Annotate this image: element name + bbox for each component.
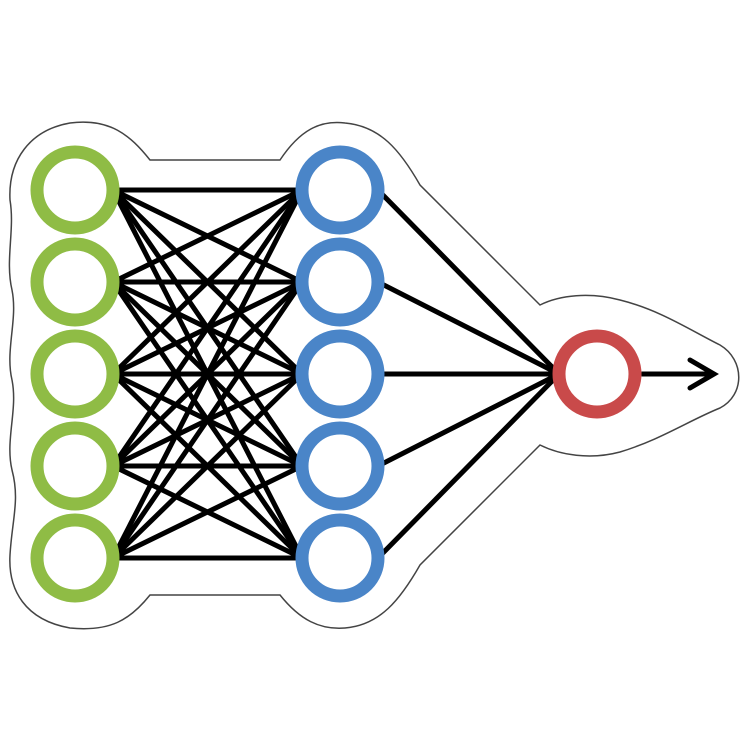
- input-node-4: [30, 513, 120, 603]
- edge-input-4-to-hidden-0: [110, 187, 305, 561]
- edge-hidden-1-to-output-0: [375, 279, 562, 377]
- output-node-0: [552, 329, 642, 419]
- input-node-0: [30, 145, 120, 235]
- network-nodes: [30, 145, 642, 603]
- edge-input-3-to-hidden-0: [110, 187, 305, 469]
- input-node-3: [30, 421, 120, 511]
- edge-input-1-to-hidden-0: [110, 187, 305, 285]
- input-node-2: [30, 329, 120, 419]
- edge-hidden-3-to-output-0: [375, 371, 562, 469]
- edge-hidden-0-to-output-0: [375, 187, 562, 377]
- hidden-node-4: [295, 513, 385, 603]
- hidden-node-1: [295, 237, 385, 327]
- edge-hidden-4-to-output-0: [375, 371, 562, 561]
- edge-input-4-to-hidden-1: [110, 279, 305, 561]
- edge-input-4-to-hidden-2: [110, 371, 305, 561]
- hidden-node-3: [295, 421, 385, 511]
- edge-input-4-to-hidden-3: [110, 463, 305, 561]
- edge-input-2-to-hidden-0: [110, 187, 305, 377]
- hidden-node-2: [295, 329, 385, 419]
- output-arrow: [641, 357, 719, 391]
- input-node-1: [30, 237, 120, 327]
- output-arrow-head: [687, 357, 719, 391]
- hidden-node-0: [295, 145, 385, 235]
- connection-edges: [110, 187, 562, 561]
